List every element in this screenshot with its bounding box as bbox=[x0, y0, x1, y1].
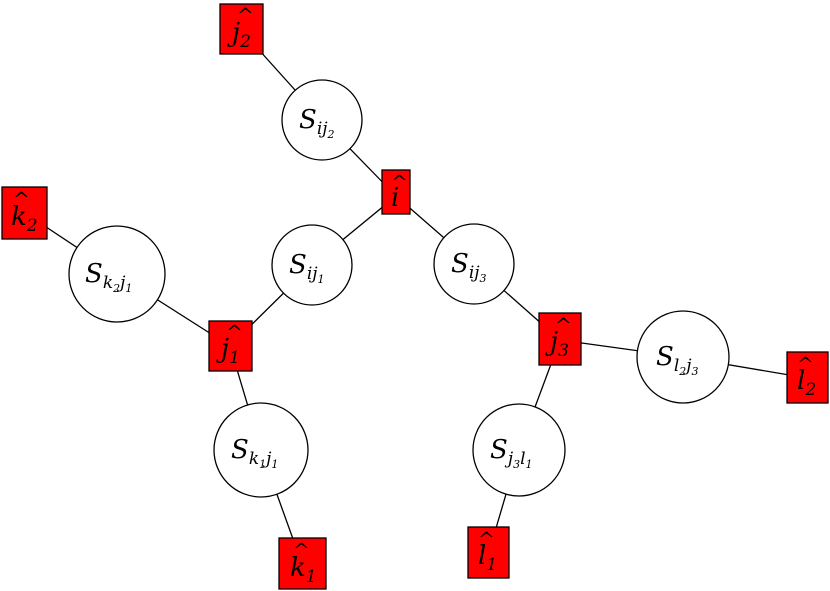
hat-mark: ^ bbox=[226, 320, 243, 344]
node-S-ij3 bbox=[433, 223, 515, 305]
node-k2-hat bbox=[1, 186, 48, 240]
label-S-k2j1: Sk2j1 bbox=[85, 259, 132, 295]
node-l2-hat bbox=[786, 351, 829, 404]
variable-nodes bbox=[68, 79, 730, 498]
label-S-ij3: Sij3 bbox=[451, 249, 487, 285]
node-j1-hat bbox=[208, 320, 253, 372]
label-S-l2j3: Sl2j3 bbox=[656, 342, 699, 378]
node-S-l2j3 bbox=[636, 310, 730, 404]
variable-labels: Sij2 Sij1 Sij3 Sk2j1 Sk1j1 Sl2j3 Sj3l1 bbox=[85, 105, 699, 471]
node-S-k2j1 bbox=[68, 225, 166, 323]
hat-mark: ^ bbox=[797, 352, 814, 376]
node-j3-hat bbox=[538, 312, 582, 366]
node-S-ij2 bbox=[281, 79, 363, 161]
label-k1: k1 bbox=[290, 553, 317, 587]
label-S-ij2: Sij2 bbox=[299, 105, 335, 141]
hat-mark: ^ bbox=[555, 313, 572, 337]
label-S-k1j1: Sk1j1 bbox=[231, 435, 278, 471]
node-S-j3l1 bbox=[472, 403, 566, 497]
factor-nodes bbox=[1, 3, 829, 590]
label-k2: k2 bbox=[11, 202, 38, 236]
label-l1: l1 bbox=[478, 541, 497, 575]
node-S-k1j1 bbox=[213, 402, 309, 498]
node-S-ij1 bbox=[271, 224, 353, 306]
hat-mark: ^ bbox=[391, 170, 408, 194]
node-l1-hat bbox=[467, 526, 510, 579]
hat-mark: ^ bbox=[237, 3, 254, 27]
label-S-j3l1: Sj3l1 bbox=[490, 435, 533, 471]
hat-mark: ^ bbox=[293, 538, 310, 562]
node-j2-hat bbox=[219, 3, 264, 55]
node-k1-hat bbox=[278, 537, 327, 590]
label-S-ij1: Sij1 bbox=[289, 250, 325, 286]
factor-labels: ^ j2 ^ i ^ k2 ^ j1 ^ j3 ^ l2 ^ k1 bbox=[11, 3, 816, 587]
label-l2: l2 bbox=[797, 366, 816, 400]
hat-mark: ^ bbox=[13, 187, 30, 211]
node-i-hat bbox=[381, 169, 411, 215]
hat-mark: ^ bbox=[478, 527, 495, 551]
label-i: i bbox=[391, 183, 399, 213]
